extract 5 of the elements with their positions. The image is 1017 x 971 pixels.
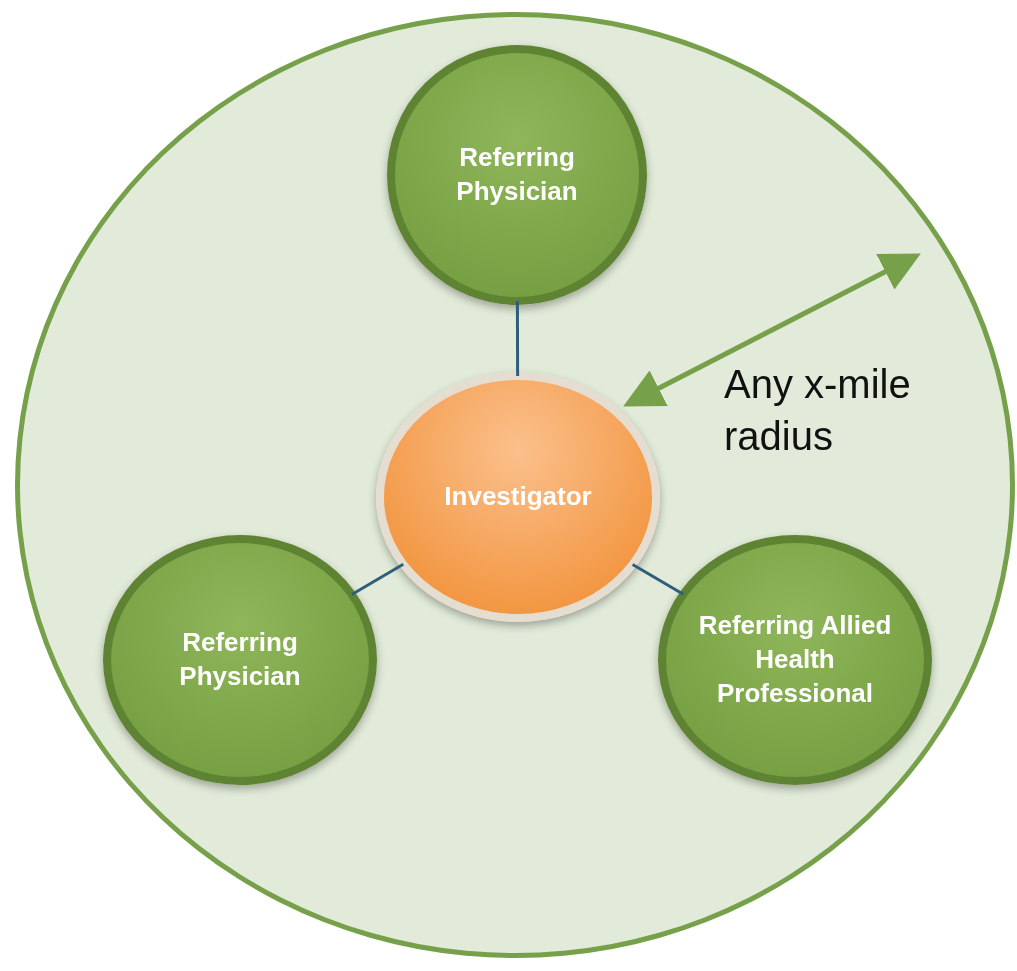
node-label: Investigator [443,480,593,514]
node-label: Referring Allied Health Professional [697,609,893,710]
node-label: Referring Physician [455,141,579,208]
node-label: Referring Physician [178,626,302,693]
radius-label: Any x-mile radius [724,361,912,460]
